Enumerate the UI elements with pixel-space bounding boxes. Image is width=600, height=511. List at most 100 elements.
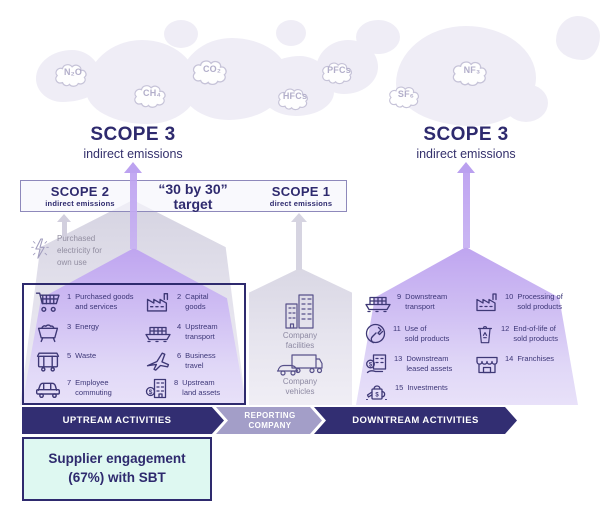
coal-bin-icon bbox=[37, 324, 59, 343]
supplier-line1: Supplier engagement bbox=[48, 451, 186, 467]
arrow-shaft bbox=[462, 173, 470, 248]
factory-icon bbox=[146, 292, 169, 312]
cloud-icon bbox=[322, 62, 352, 85]
item-label: Franchises bbox=[517, 354, 555, 363]
purchased-electricity-note: Purchased electricity for own use bbox=[57, 233, 129, 269]
building-dollar-icon: $ bbox=[145, 378, 167, 399]
item-number: 6 bbox=[177, 351, 182, 360]
svg-text:$: $ bbox=[149, 389, 153, 396]
watering-can-icon: $ bbox=[366, 385, 387, 400]
item-number: 1 bbox=[67, 292, 72, 301]
arrow-head bbox=[124, 162, 142, 173]
item-label: Investments bbox=[407, 383, 448, 392]
gas-cloud-co2: CO₂ bbox=[189, 51, 235, 89]
recycle-bin-icon bbox=[477, 326, 493, 344]
scope-bar: SCOPE 2 indirect emissions “30 by 30” ta… bbox=[20, 180, 347, 212]
gas-formula: NF₃ bbox=[463, 65, 481, 75]
item-number: 2 bbox=[177, 292, 182, 301]
emission-blob bbox=[556, 16, 600, 60]
upstream-item-3: 3 Energy bbox=[34, 320, 141, 343]
item-number: 13 bbox=[394, 354, 403, 363]
gas-cloud-sf6: SF₆ bbox=[386, 78, 426, 112]
note-line: own use bbox=[57, 258, 87, 267]
power-plug-icon bbox=[365, 323, 386, 344]
storefront-icon bbox=[476, 356, 498, 374]
arrow-head bbox=[457, 162, 475, 173]
gas-formula: HFCs bbox=[282, 91, 308, 101]
arrow-head bbox=[291, 213, 307, 222]
cargo-ship-icon bbox=[145, 326, 171, 343]
item-number: 7 bbox=[67, 378, 72, 387]
arrow-shaft bbox=[129, 173, 137, 249]
item-number: 11 bbox=[393, 324, 401, 333]
downstream-activities-label: DOWNTREAM ACTIVITIES bbox=[352, 415, 479, 426]
gas-cloud-pfcs: PFCs bbox=[319, 54, 359, 88]
scope3-subtitle: indirect emissions bbox=[416, 147, 516, 161]
downstream-item-14: 14 Franchises bbox=[474, 352, 579, 375]
arrow-shaft bbox=[61, 222, 67, 236]
reporting-company-house bbox=[249, 268, 352, 405]
scope2-arrow bbox=[57, 214, 71, 236]
company-buildings-icon bbox=[285, 294, 314, 329]
target-block: “30 by 30” target bbox=[133, 181, 253, 213]
item-number: 4 bbox=[177, 322, 182, 331]
emission-blob bbox=[276, 20, 306, 46]
svg-text:$: $ bbox=[375, 393, 379, 399]
gas-cloud-n2o: N₂O bbox=[52, 55, 94, 91]
building-dollar-hand-icon: $ bbox=[366, 354, 387, 374]
item-number: 15 bbox=[395, 383, 404, 392]
scope1-title: SCOPE 1 bbox=[271, 184, 331, 199]
lightning-icon bbox=[31, 238, 49, 259]
arrow-shaft bbox=[296, 222, 302, 270]
factory-icon bbox=[476, 293, 497, 312]
item-label: Waste bbox=[75, 351, 97, 360]
scope3-heading-left: SCOPE 3 indirect emissions bbox=[33, 124, 233, 161]
upstream-house-frame bbox=[22, 283, 246, 405]
gas-cloud-ch4: CH₄ bbox=[131, 76, 173, 112]
gas-formula: CH₄ bbox=[143, 88, 161, 98]
emission-blob bbox=[164, 20, 198, 48]
airplane-icon bbox=[146, 352, 170, 371]
item-number: 5 bbox=[67, 351, 72, 360]
scope3-arrow-right bbox=[457, 162, 475, 248]
item-number: 14 bbox=[505, 354, 514, 363]
scope3-heading-right: SCOPE 3 indirect emissions bbox=[366, 124, 566, 161]
item-number: 3 bbox=[67, 322, 72, 331]
company-facilities-label: Company facilities bbox=[282, 331, 318, 351]
car-icon bbox=[35, 382, 61, 398]
item-number: 9 bbox=[397, 292, 402, 301]
scope1-subtitle: direct emissions bbox=[269, 199, 333, 208]
shopping-cart-icon bbox=[35, 292, 60, 312]
item-number: 12 bbox=[501, 324, 510, 333]
cloud-icon bbox=[452, 61, 487, 87]
emission-blob bbox=[86, 40, 198, 124]
upstream-item-5: 5 Waste bbox=[34, 349, 141, 372]
cloud-icon bbox=[134, 85, 166, 108]
scope2-block: SCOPE 2 indirect emissions bbox=[21, 184, 139, 208]
note-line: electricity for bbox=[57, 246, 102, 255]
downstream-activities-band: DOWNTREAM ACTIVITIES bbox=[314, 407, 517, 434]
downstream-item-15: $ 15 Investments bbox=[364, 381, 469, 403]
company-vehicles-label: Company vehicles bbox=[282, 377, 318, 397]
arrow-head bbox=[57, 214, 71, 222]
scope3-arrow-left bbox=[124, 162, 142, 249]
gas-formula: SF₆ bbox=[397, 89, 415, 99]
note-line: Purchased bbox=[57, 234, 96, 243]
scope3-title: SCOPE 3 bbox=[90, 124, 176, 145]
emission-blob bbox=[504, 84, 548, 122]
